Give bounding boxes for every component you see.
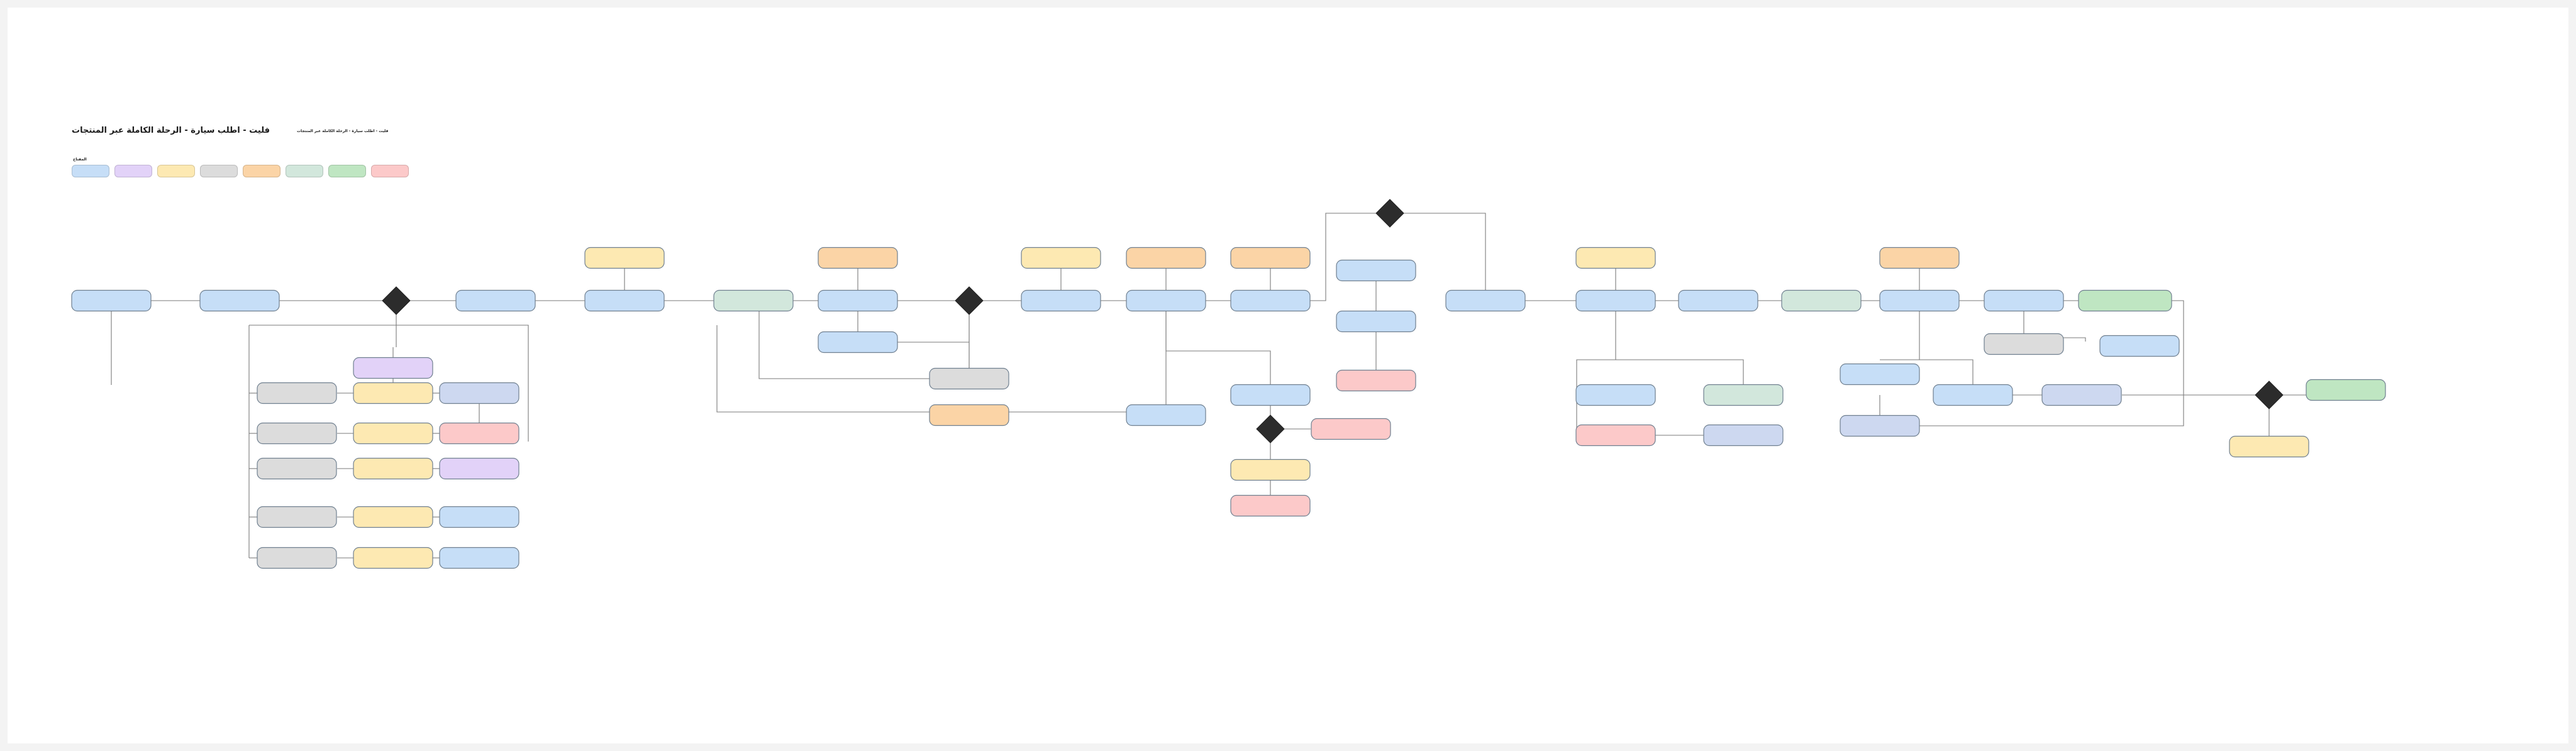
node-main-2: [199, 289, 280, 312]
node-gray-5: [257, 547, 337, 569]
node-r-8: [1933, 384, 2013, 406]
node-r-9: [2041, 384, 2122, 406]
edge-orange-mid: [1009, 311, 1167, 413]
node-blue-l2: [439, 547, 519, 569]
node-mid-1: [818, 331, 898, 353]
legend-swatch-teal: [286, 165, 323, 177]
node-r-11: [2306, 379, 2386, 401]
node-main-6: [818, 289, 898, 312]
node-yellow-3: [353, 457, 433, 480]
node-mid-orange: [929, 404, 1009, 426]
edge-main-11: [1310, 213, 1376, 301]
node-main-4: [584, 289, 665, 312]
node-gray-4: [257, 506, 337, 528]
node-r-10: [1840, 414, 1920, 437]
node-up-7: [1879, 247, 1960, 269]
node-purple-2: [439, 457, 519, 480]
node-main-12: [1678, 289, 1758, 312]
decision-4: [1256, 414, 1285, 443]
node-main-5: [713, 289, 794, 312]
decision-2: [955, 286, 984, 315]
node-main-11: [1575, 289, 1656, 312]
node-r-7: [1840, 363, 1920, 386]
node-up-2: [818, 247, 898, 269]
decision-1: [382, 286, 411, 315]
node-r-1: [1575, 384, 1656, 406]
node-main-15: [1984, 289, 2064, 312]
diagram-canvas: فليت - اطلب سيارة - الرحلة الكاملة عبر ا…: [8, 8, 2568, 743]
decision-3: [1375, 199, 1404, 228]
legend-swatch-gray: [200, 165, 238, 177]
node-blue-l1: [439, 506, 519, 528]
node-top-1: [1336, 259, 1416, 282]
node-top-2: [1336, 310, 1416, 333]
legend-swatch-green: [328, 165, 366, 177]
edge-r-11: [1919, 300, 2184, 426]
node-main-16: [2078, 289, 2172, 312]
node-main-1: [71, 289, 152, 312]
node-r-12: [2229, 435, 2309, 458]
legend-swatch-blue: [72, 165, 109, 177]
edge-main-12: [1404, 213, 1486, 290]
node-mid-red-2: [1230, 494, 1311, 517]
node-top-3: [1336, 369, 1416, 392]
node-mid-blue-2: [1230, 384, 1311, 406]
node-yellow-2: [353, 422, 433, 445]
legend-swatch-red: [371, 165, 409, 177]
edge-branch-bar: [249, 325, 529, 442]
diagram-title: فليت - اطلب سيارة - الرحلة الكاملة عبر ا…: [72, 126, 270, 135]
node-mid-red: [1311, 418, 1391, 440]
edge-r-1: [1576, 311, 1616, 435]
legend-swatch-purple: [114, 165, 152, 177]
node-main-8: [1126, 289, 1206, 312]
decision-5: [2255, 381, 2284, 409]
node-r-6: [2099, 335, 2180, 357]
node-purple-1: [353, 357, 433, 379]
node-yellow-1: [353, 382, 433, 404]
node-mid-blue: [1126, 404, 1206, 426]
node-main-14: [1879, 289, 1960, 312]
node-main-7: [1021, 289, 1101, 312]
edge-r-4: [1880, 311, 1920, 360]
node-up-1: [584, 247, 665, 269]
node-gray-3: [257, 457, 337, 480]
node-up-3: [1021, 247, 1101, 269]
node-r-5: [1984, 333, 2064, 355]
diagram-subtitle: فليت - اطلب سيارة - الرحلة الكاملة عبر ا…: [297, 129, 389, 133]
node-main-3: [455, 289, 536, 312]
node-mid-gray: [929, 367, 1009, 390]
node-r-2: [1703, 384, 1784, 406]
node-up-4: [1126, 247, 1206, 269]
legend-swatch-yellow: [157, 165, 195, 177]
node-indigo-1: [439, 382, 519, 404]
node-up-6: [1575, 247, 1656, 269]
edge-blue-mid: [1165, 311, 1271, 385]
node-yellow-5: [353, 547, 433, 569]
node-gray-1: [257, 382, 337, 404]
node-main-10: [1445, 289, 1526, 312]
node-gray-2: [257, 422, 337, 445]
legend-swatch-orange: [243, 165, 280, 177]
node-yellow-4: [353, 506, 433, 528]
node-r-4: [1703, 424, 1784, 447]
node-red-1: [439, 422, 519, 445]
legend-label: المفتاح: [73, 157, 87, 162]
node-r-3: [1575, 424, 1656, 447]
edge-r-2: [1616, 359, 1744, 385]
node-up-5: [1230, 247, 1311, 269]
edge-r-9: [2063, 337, 2086, 342]
flow-diagram: [71, 199, 2386, 569]
node-mid-yellow: [1230, 459, 1311, 481]
node-main-13: [1781, 289, 1862, 312]
node-main-9: [1230, 289, 1311, 312]
edge-r-5: [1919, 359, 1974, 385]
edge-loop-1: [716, 325, 969, 413]
